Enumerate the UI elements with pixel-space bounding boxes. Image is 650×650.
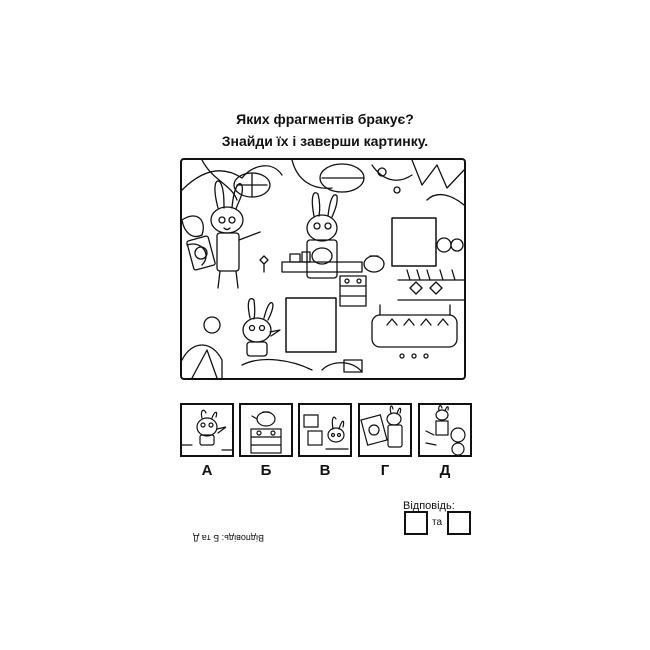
scene-illustration (182, 160, 464, 378)
fragment-g-letter: Г (380, 462, 390, 479)
fragment-v-tile[interactable] (298, 403, 352, 457)
answer-box-2[interactable] (447, 511, 471, 535)
fragment-a-letter: А (201, 462, 213, 479)
puzzle-title: Яких фрагментів бракує? Знайди їх і заве… (0, 108, 650, 152)
fragment-d-letter: Д (439, 462, 451, 479)
fragment-b-letter: Б (260, 462, 272, 479)
fragment-a-tile[interactable] (180, 403, 234, 457)
answer-label: Відповідь: (403, 500, 455, 512)
bunny-card-fragment-icon (360, 405, 403, 448)
fragment-b-tile[interactable] (239, 403, 293, 457)
coloring-scene (180, 158, 466, 380)
bird-fragment-icon (182, 409, 232, 451)
fragment-g-tile[interactable] (358, 403, 412, 457)
fragment-d-tile[interactable] (418, 403, 472, 457)
teapot-stove-fragment-icon (250, 411, 282, 454)
title-line-1: Яких фрагментів бракує? (236, 111, 414, 127)
bunny-plants-fragment-icon (425, 405, 466, 455)
bunny-shelf-fragment-icon (303, 414, 349, 450)
answer-box-1[interactable] (404, 511, 428, 535)
title-line-2: Знайди їх і заверши картинку. (221, 133, 429, 149)
fragment-v-letter: В (319, 462, 331, 479)
answer-separator: та (432, 517, 443, 528)
upside-down-answer: Відповідь: Б та Д (193, 533, 264, 543)
